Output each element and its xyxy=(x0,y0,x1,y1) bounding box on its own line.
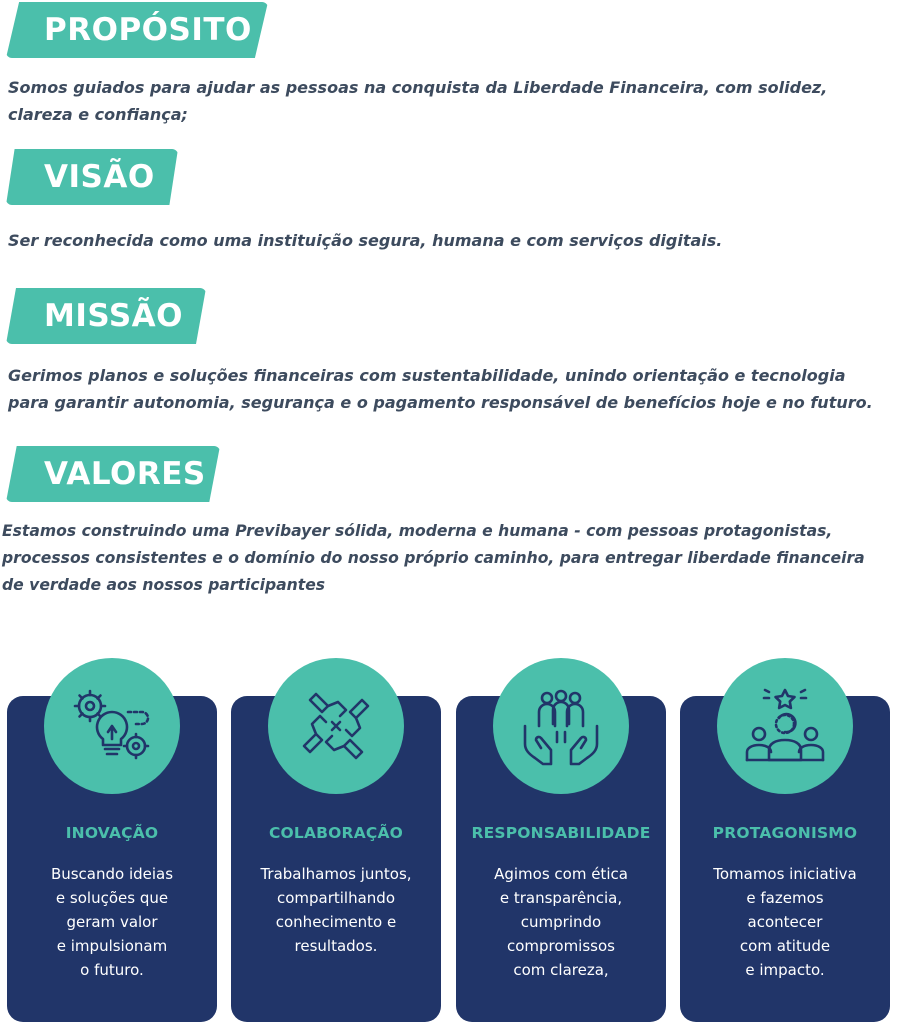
text-line: Ser reconhecida como uma instituição seg… xyxy=(8,231,723,250)
section-badge-proposito: PROPÓSITO xyxy=(6,2,268,58)
section-badge-valores: VALORES xyxy=(6,446,220,502)
text-line: Estamos construindo uma Previbayer sólid… xyxy=(2,522,833,540)
value-description: Agimos com ética e transparência, cumpri… xyxy=(494,865,628,979)
section-text-valores: Estamos construindo uma Previbayer sólid… xyxy=(2,518,865,599)
value-title: COLABORAÇÃO xyxy=(268,824,404,842)
value-title: INOVAÇÃO xyxy=(65,824,159,842)
value-description: Buscando ideias e soluções que geram val… xyxy=(50,865,174,979)
leader-star-icon xyxy=(717,658,853,794)
section-text-visao: Ser reconhecida como uma instituição seg… xyxy=(8,227,722,254)
value-title: PROTAGONISMO xyxy=(712,824,858,842)
section-badge-visao: VISÃO xyxy=(6,149,178,205)
section-badge-missao: MISSÃO xyxy=(6,288,206,344)
joined-hands-icon xyxy=(268,658,404,794)
text-line: Gerimos planos e soluções financeiras co… xyxy=(8,366,846,385)
value-description: Tomamos iniciativa e fazemos acontecer c… xyxy=(713,865,857,979)
value-description: Trabalhamos juntos, compartilhando conhe… xyxy=(260,865,412,955)
text-line: de verdade aos nossos participantes xyxy=(2,576,326,594)
section-text-proposito: Somos guiados para ajudar as pessoas na … xyxy=(8,74,827,128)
lightbulb-gears-icon xyxy=(44,658,180,794)
text-line: clareza e confiança; xyxy=(8,105,188,124)
text-line: Somos guiados para ajudar as pessoas na … xyxy=(8,78,828,97)
text-line: processos consistentes e o domínio do no… xyxy=(2,549,865,567)
value-title: RESPONSABILIDADE xyxy=(471,824,651,842)
hands-people-icon xyxy=(493,658,629,794)
section-text-missao: Gerimos planos e soluções financeiras co… xyxy=(8,362,873,416)
text-line: para garantir autonomia, segurança e o p… xyxy=(8,393,873,412)
